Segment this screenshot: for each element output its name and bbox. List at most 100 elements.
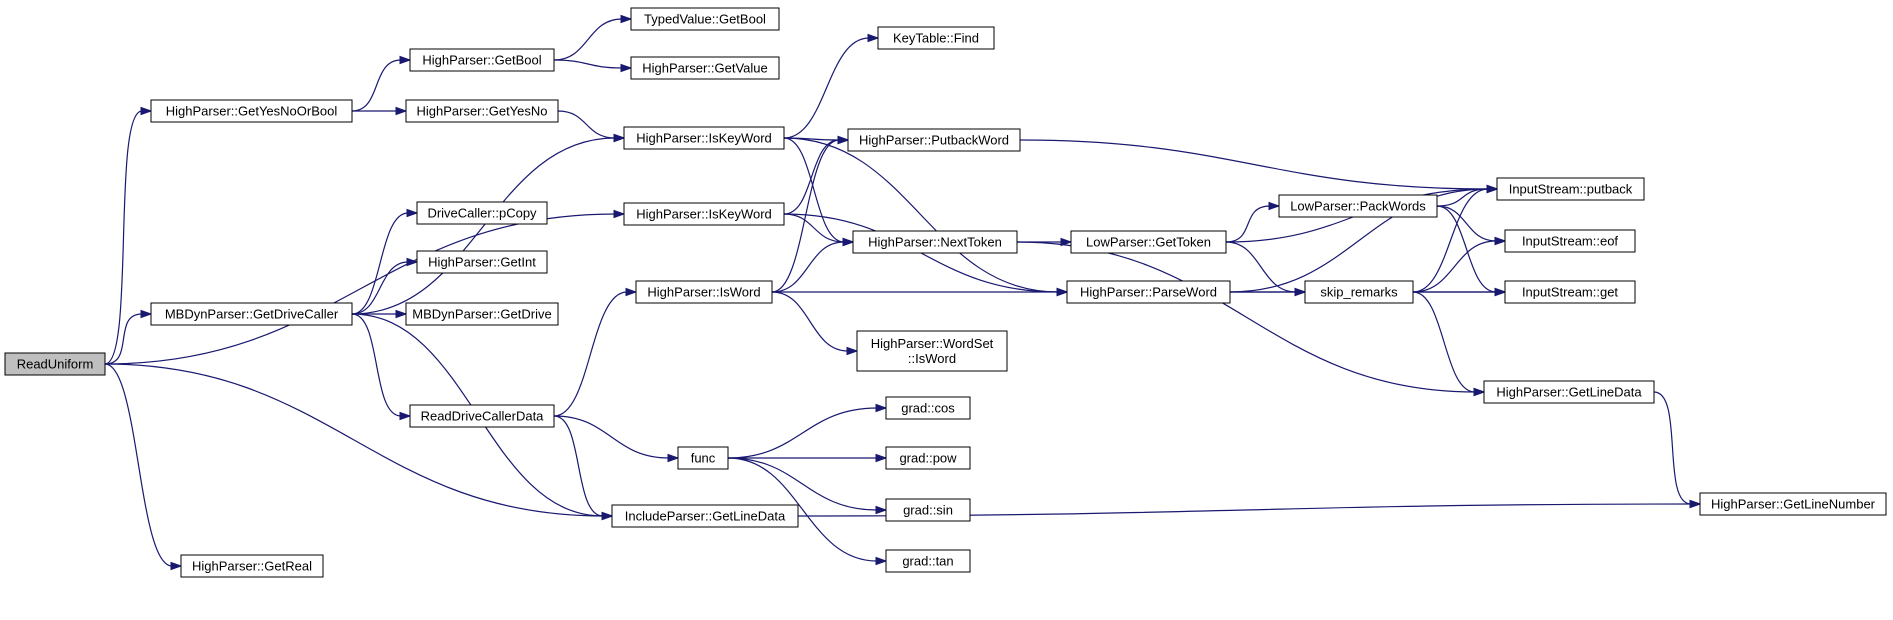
node-func[interactable]: func [677, 446, 729, 470]
node-label: HighParser::GetInt [428, 255, 536, 270]
node-hp-iskeyword1[interactable]: HighParser::IsKeyWord [623, 126, 785, 150]
node-box [150, 302, 353, 326]
node-box [877, 26, 995, 50]
node-label: HighParser::GetLineData [1496, 385, 1642, 400]
edge-mbd_getdrivecaller-to-readdrivecallerdata [351, 313, 412, 421]
edge-hp_isword-to-wordset_isword [771, 291, 859, 356]
node-box [1304, 280, 1414, 304]
node-label: HighParser::GetBool [422, 53, 541, 68]
node-skip-remarks[interactable]: skip_remarks [1304, 280, 1414, 304]
node-box [1504, 229, 1636, 253]
node-hp-getvalue[interactable]: HighParser::GetValue [630, 56, 780, 80]
node-label: grad::tan [902, 554, 953, 569]
node-label: HighParser::IsWord [647, 285, 760, 300]
node-grad-sin[interactable]: grad::sin [885, 498, 971, 522]
edge-hp_iskeyword1-to-hp_nexttoken [783, 137, 855, 247]
node-label: HighParser::GetValue [642, 61, 768, 76]
node-label: HighParser::PutbackWord [859, 133, 1009, 148]
edge-hp_isword-to-hp_putbackword [771, 135, 850, 293]
node-hp-isword[interactable]: HighParser::IsWord [635, 280, 773, 304]
node-grad-tan[interactable]: grad::tan [885, 549, 971, 573]
edge-hp_putbackword-to-is_putback [1019, 139, 1499, 194]
node-label: HighParser::GetYesNo [416, 104, 547, 119]
node-box [856, 330, 1008, 372]
node-label: grad::sin [903, 503, 953, 518]
edge-lp_gettoken-to-skip_remarks [1225, 241, 1307, 297]
node-hp-getbool[interactable]: HighParser::GetBool [409, 48, 555, 72]
node-grad-cos[interactable]: grad::cos [885, 396, 971, 420]
node-label: DriveCaller::pCopy [427, 206, 537, 221]
call-graph-edges [104, 14, 1702, 571]
node-hp-nexttoken[interactable]: HighParser::NextToken [852, 230, 1018, 254]
node-label: HighParser::IsKeyWord [636, 207, 772, 222]
node-lp-packwords[interactable]: LowParser::PackWords [1278, 194, 1438, 218]
node-grad-pow[interactable]: grad::pow [885, 446, 971, 470]
node-box [416, 250, 548, 274]
node-is-get[interactable]: InputStream::get [1504, 280, 1636, 304]
node-box [1278, 194, 1438, 218]
node-hp-parseword[interactable]: HighParser::ParseWord [1066, 280, 1231, 304]
node-box [1070, 230, 1227, 254]
node-dc-pcopy[interactable]: DriveCaller::pCopy [416, 201, 548, 225]
node-hp-getyesno[interactable]: HighParser::GetYesNo [405, 99, 559, 123]
node-box [885, 396, 971, 420]
node-tv-getbool[interactable]: TypedValue::GetBool [630, 7, 780, 31]
edge-readdrivecallerdata-to-func [553, 415, 680, 463]
node-label: TypedValue::GetBool [644, 12, 766, 27]
edge-hp_getlinedata-to-hp_getlinenumber [1653, 391, 1702, 509]
node-label: HighParser::GetLineNumber [1711, 497, 1876, 512]
node-box [409, 48, 555, 72]
edge-skip_remarks-to-is_putback [1412, 184, 1499, 293]
node-box [623, 202, 785, 226]
node-box [630, 7, 780, 31]
edge-skip_remarks-to-is_eof [1412, 236, 1507, 293]
node-ip-getlinedata[interactable]: IncludeParser::GetLineData [611, 504, 799, 528]
node-label: HighParser::GetReal [192, 559, 312, 574]
node-label: grad::pow [899, 451, 957, 466]
node-wordset-isword[interactable]: HighParser::WordSet::IsWord [856, 330, 1008, 372]
node-label: MBDynParser::GetDrive [412, 307, 551, 322]
node-hp-getyesnoorbool[interactable]: HighParser::GetYesNoOrBool [150, 99, 353, 123]
node-readuniform[interactable]: ReadUniform [4, 352, 106, 376]
edge-mbd_getdrivecaller-to-hp_getint [351, 257, 419, 315]
node-hp-getint[interactable]: HighParser::GetInt [416, 250, 548, 274]
node-label: MBDynParser::GetDriveCaller [165, 307, 339, 322]
node-hp-getlinenumber[interactable]: HighParser::GetLineNumber [1699, 492, 1887, 516]
node-label: LowParser::PackWords [1290, 199, 1426, 214]
node-hp-getreal[interactable]: HighParser::GetReal [180, 554, 324, 578]
edge-skip_remarks-to-is_get [1413, 287, 1507, 297]
edge-hp_nexttoken-to-hp_getlinedata [1016, 241, 1486, 397]
edge-hp_iskeyword2-to-hp_putbackword [783, 135, 850, 215]
node-mbd-getdrivecaller[interactable]: MBDynParser::GetDriveCaller [150, 302, 353, 326]
call-graph-nodes: ReadUniform HighParser::GetYesNoOrBoolMBD… [4, 7, 1887, 578]
node-box [885, 549, 971, 573]
node-label: ReadDriveCallerData [421, 409, 545, 424]
node-hp-getlinedata[interactable]: HighParser::GetLineData [1483, 380, 1655, 404]
node-label: InputStream::putback [1509, 182, 1633, 197]
node-hp-putbackword[interactable]: HighParser::PutbackWord [847, 128, 1021, 152]
node-lp-gettoken[interactable]: LowParser::GetToken [1070, 230, 1227, 254]
node-mbd-getdrive[interactable]: MBDynParser::GetDrive [405, 302, 559, 326]
node-label: IncludeParser::GetLineData [625, 509, 786, 524]
node-label: grad::cos [901, 401, 955, 416]
node-box [409, 404, 555, 428]
node-hp-iskeyword2[interactable]: HighParser::IsKeyWord [623, 202, 785, 226]
edge-hp_iskeyword1-to-kt_find [783, 33, 880, 139]
node-readdrivecallerdata[interactable]: ReadDriveCallerData [409, 404, 555, 428]
node-label: LowParser::GetToken [1086, 235, 1211, 250]
edge-func-to-grad_pow [727, 453, 888, 463]
node-box [847, 128, 1021, 152]
node-is-eof[interactable]: InputStream::eof [1504, 229, 1636, 253]
node-box [630, 56, 780, 80]
node-box [1496, 177, 1645, 201]
node-box [885, 498, 971, 522]
edge-func-to-grad_cos [727, 403, 888, 459]
node-is-putback[interactable]: InputStream::putback [1496, 177, 1645, 201]
edge-hp_getyesnoorbool-to-hp_getyesno [352, 106, 408, 116]
edge-hp_getyesnoorbool-to-hp_getbool [351, 55, 412, 112]
node-label: HighParser::GetYesNoOrBool [166, 104, 338, 119]
node-kt-find[interactable]: KeyTable::Find [877, 26, 995, 50]
edge-readuniform-to-hp_getyesnoorbool [104, 106, 153, 365]
node-label: KeyTable::Find [893, 31, 979, 46]
